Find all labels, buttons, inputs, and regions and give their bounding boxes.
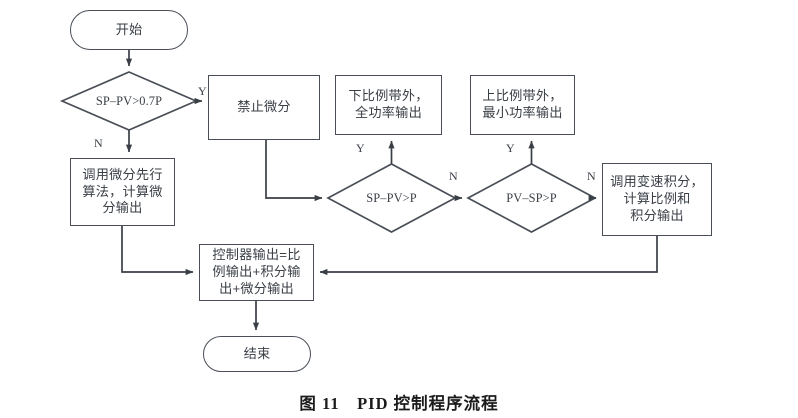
figure-caption: 图 11 PID 控制程序流程 [299,394,499,413]
node-controller-output: 控制器输出=比 例输出+积分输 出+微分输出 [199,244,314,301]
edge-label-no-decision-sp-pv: N [449,169,458,183]
edge-label-yes-decision-0-7p: Y [198,84,207,98]
edge-label-no-decision-pv-sp: N [587,169,596,183]
node-upper-band-min-power: 上比例带外， 最小功率输出 [470,75,575,135]
connector-variable-integral-to-output [319,236,658,276]
decision-shape-pv-sp-p [466,163,597,233]
node-start: 开始 [70,10,188,50]
node-variable-integral: 调用变速积分， 计算比例和 积分输出 [602,163,712,236]
connector-derivative-to-output [121,226,194,276]
node-lower-band-full-power: 下比例带外， 全功率输出 [335,75,442,135]
node-derivative-first-algorithm: 调用微分先行 算法，计算微 分输出 [70,158,175,226]
edge-label-yes-decision-sp-pv: Y [356,141,365,155]
edge-label-yes-decision-pv-sp: Y [506,141,515,155]
decision-shape-sp-pv-0-7p [59,71,199,131]
edge-label-no-decision-0-7p: N [94,136,103,150]
decision-shape-sp-pv-p [326,163,457,233]
connector-disable-to-decision-sp-pv [265,140,323,202]
node-end: 结束 [203,336,311,372]
node-disable-derivative: 禁止微分 [208,75,320,140]
